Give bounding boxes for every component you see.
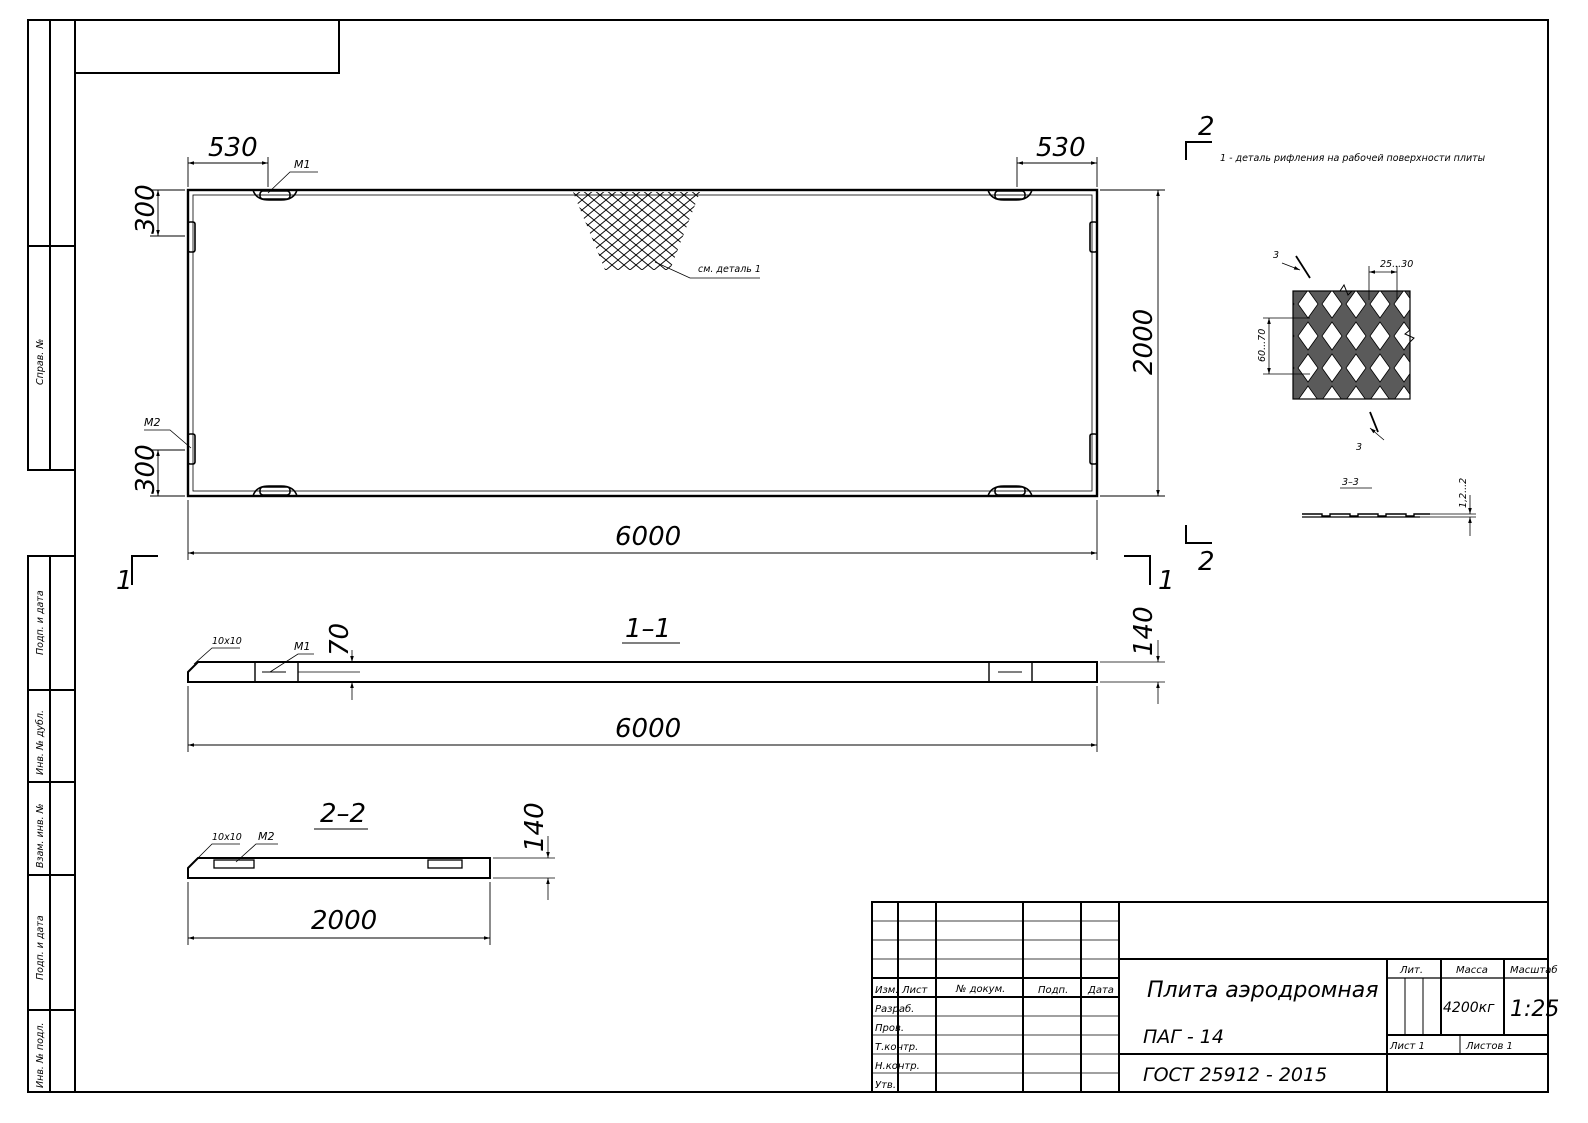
s22-label-m2: М2 xyxy=(258,830,275,843)
section-2-2: 2–2 10х10 М2 140 2000 xyxy=(187,799,555,945)
s11-dim-140: 140 xyxy=(1129,606,1159,656)
s22-chamfer: 10х10 xyxy=(212,832,242,843)
detail-dim-3-top: 3 xyxy=(1273,250,1279,261)
stamp-inv-podl: Инв. № подл. xyxy=(35,1022,46,1088)
dim-530-left: 530 xyxy=(208,133,258,163)
sheet-frame xyxy=(74,19,1549,1093)
tb-lit: Лит. xyxy=(1399,965,1423,976)
label-m2: М2 xyxy=(144,416,161,429)
label-m1: М1 xyxy=(294,158,311,171)
plan-view: см. деталь 1 М1 М2 530 530 300 300 xyxy=(116,112,1215,596)
detail-dim-pitch: 25...30 xyxy=(1380,259,1413,270)
knurl-patch xyxy=(573,192,700,270)
tb-list-label: Лист 1 xyxy=(1389,1041,1425,1052)
tb-name: Плита аэродромная xyxy=(1147,978,1379,1003)
tb-podp: Подп. xyxy=(1038,985,1068,996)
tb-utv: Утв. xyxy=(875,1080,896,1091)
tb-prov: Пров. xyxy=(875,1023,904,1034)
s11-chamfer: 10х10 xyxy=(212,636,242,647)
dim-300-top: 300 xyxy=(131,184,161,234)
tb-standard: ГОСТ 25912 - 2015 xyxy=(1143,1064,1327,1086)
tb-izm: Изм. xyxy=(875,985,899,996)
note-detail: 1 - деталь рифления на рабочей поверхнос… xyxy=(1220,153,1486,164)
tb-masshtab-value: 1:25 xyxy=(1510,997,1559,1022)
s22-dim-140: 140 xyxy=(520,802,550,852)
section-2-2-title: 2–2 xyxy=(320,799,366,829)
tb-data: Дата xyxy=(1087,985,1114,996)
tb-razrab: Разраб. xyxy=(875,1003,914,1015)
detail-dim-depth: 1,2...2 xyxy=(1458,478,1469,508)
detail-dim-3-bottom: 3 xyxy=(1356,442,1362,453)
tb-listov-label: Листов 1 xyxy=(1465,1041,1513,1052)
section-mark-1-left: 1 xyxy=(116,566,133,596)
tb-list: Лист xyxy=(901,985,929,996)
dim-530-right: 530 xyxy=(1036,133,1086,163)
s11-dim-70: 70 xyxy=(325,623,355,656)
stamp-podp-data-2: Подп. и дата xyxy=(35,915,46,980)
s11-label-m1: М1 xyxy=(294,640,311,653)
dim-300-bottom: 300 xyxy=(131,444,161,494)
detail-ref: см. деталь 1 xyxy=(698,264,761,275)
section-mark-2-bottom: 2 xyxy=(1198,547,1215,577)
detail-dim-span: 60...70 xyxy=(1257,329,1268,362)
section-1-1: 1–1 10х10 М1 70 140 xyxy=(187,606,1165,752)
stamp-podp-data-1: Подп. и дата xyxy=(35,590,46,655)
tb-massa-value: 4200кг xyxy=(1443,1000,1495,1016)
tb-massa: Масса xyxy=(1456,965,1488,976)
stamp-sprav: Справ. № xyxy=(35,339,46,385)
dim-6000-plan: 6000 xyxy=(615,522,681,552)
detail-section-label: 3–3 xyxy=(1342,477,1359,488)
stamp-vzam-inv: Взам. инв. № xyxy=(35,803,46,868)
tb-n-dokum: № докум. xyxy=(955,984,1005,995)
s11-dim-6000: 6000 xyxy=(615,714,681,744)
section-1-1-title: 1–1 xyxy=(625,614,671,644)
s22-dim-2000: 2000 xyxy=(311,906,377,936)
tb-code: ПАГ - 14 xyxy=(1143,1026,1224,1048)
tb-masshtab: Масштаб xyxy=(1510,964,1558,976)
title-block xyxy=(871,901,1549,1093)
tb-t-kontr: Т.контр. xyxy=(875,1042,918,1053)
dim-2000-height: 2000 xyxy=(1129,309,1159,375)
side-stamp-bottom xyxy=(27,555,76,1093)
side-stamp-top xyxy=(27,19,76,471)
tb-n-kontr: Н.контр. xyxy=(875,1061,920,1072)
stamp-inv-dubl: Инв. № дубл. xyxy=(35,710,46,775)
section-mark-1-right: 1 xyxy=(1158,566,1175,596)
knurl-detail: 3 3 25...30 60...70 3–3 1,2...2 xyxy=(1257,250,1476,536)
section-mark-2-top: 2 xyxy=(1198,112,1215,142)
